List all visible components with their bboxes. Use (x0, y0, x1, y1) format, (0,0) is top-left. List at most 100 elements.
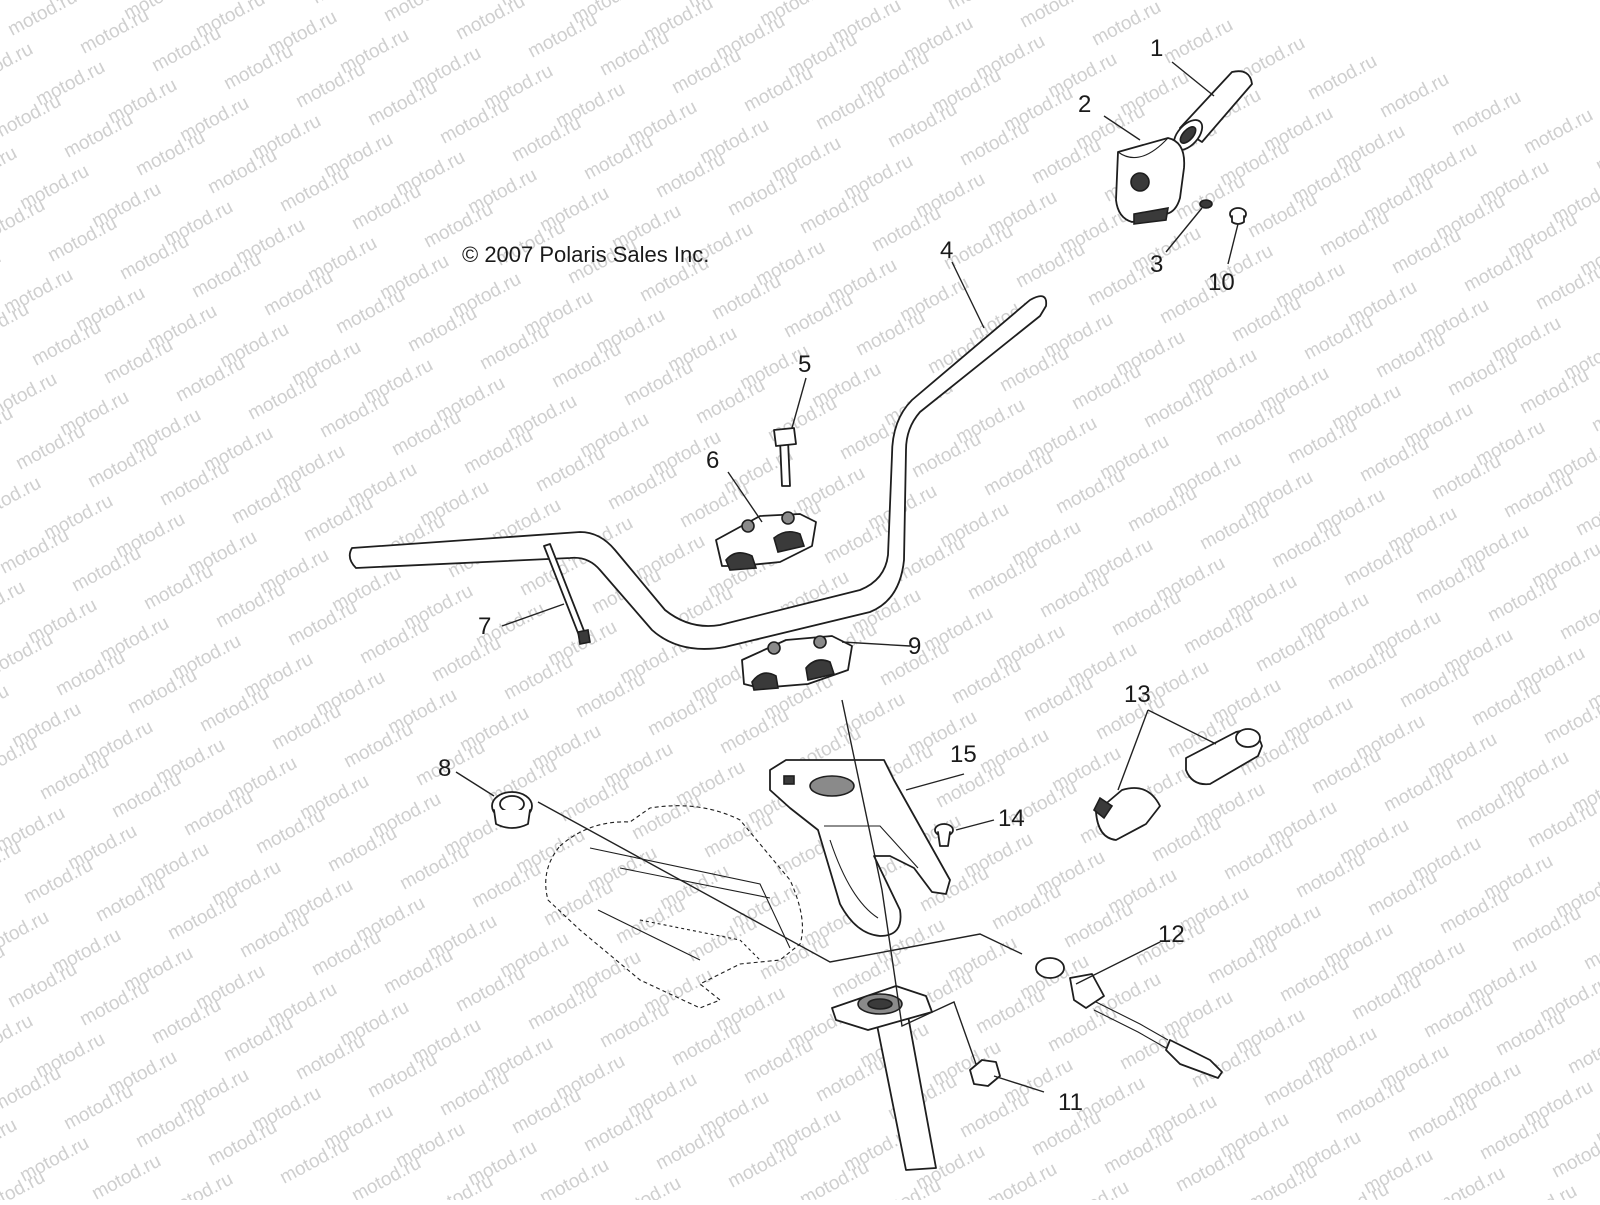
watermark-text: motod.ru (604, 461, 680, 515)
callouts: 1 2 3 4 5 6 7 8 9 10 11 12 13 14 15 (438, 35, 1235, 1116)
watermark-text: motod.ru (1372, 329, 1448, 383)
watermark-text: motod.ru (100, 335, 176, 389)
watermark-text: motod.ru (436, 95, 512, 149)
instrument-pod (545, 805, 803, 1009)
watermark-text: motod.ru (1260, 1057, 1336, 1111)
callout-3: 3 (1150, 251, 1163, 278)
watermark-text: motod.ru (1436, 885, 1512, 939)
watermark-text: motod.ru (340, 719, 416, 773)
callout-1: 1 (1150, 35, 1163, 62)
watermark-text: motod.ru (276, 1135, 352, 1189)
callout-11: 11 (1058, 1089, 1083, 1116)
watermark-text: motod.ru (1020, 673, 1096, 727)
watermark-text: motod.ru (1324, 641, 1400, 695)
watermark-text: motod.ru (36, 751, 112, 805)
watermark-text: motod.ru (1420, 989, 1496, 1043)
watermark-text: motod.ru (1244, 1161, 1320, 1200)
watermark-text: motod.ru (0, 195, 49, 249)
callout-10: 10 (1208, 269, 1235, 296)
watermark-text: motod.ru (716, 705, 792, 759)
watermark-text: motod.ru (1428, 451, 1504, 505)
watermark-text: motod.ru (204, 1117, 280, 1171)
watermark-text: motod.ru (236, 909, 312, 963)
callout-5: 5 (798, 351, 811, 378)
watermark-text: motod.ru (1304, 51, 1380, 105)
watermark-text: motod.ru (956, 1089, 1032, 1143)
watermark-text: motod.ru (0, 733, 41, 787)
watermark-text: motod.ru (1540, 695, 1600, 749)
watermark-text: motod.ru (436, 1067, 512, 1121)
watermark-text: motod.ru (0, 0, 9, 22)
watermark-text: motod.ru (1308, 745, 1384, 799)
watermark-text: motod.ru (164, 891, 240, 945)
watermark-text: motod.ru (260, 267, 336, 321)
watermark-text: motod.ru (1556, 591, 1600, 645)
watermark-text: motod.ru (316, 389, 392, 443)
watermark-text: motod.ru (524, 9, 600, 63)
watermark-text: motod.ru (796, 185, 872, 239)
watermark-text: motod.ru (148, 995, 224, 1049)
watermark-text: motod.ru (1348, 971, 1424, 1025)
watermark-text: motod.ru (1564, 1025, 1600, 1079)
watermark-text: motod.ru (244, 371, 320, 425)
watermark-text: motod.ru (868, 1175, 944, 1200)
watermark-text: motod.ru (0, 1063, 65, 1117)
watermark-text: motod.ru (536, 1155, 612, 1200)
watermark-text: motod.ru (364, 1049, 440, 1103)
watermark-text: motod.ru (0, 1115, 21, 1169)
watermark-text: motod.ru (196, 683, 272, 737)
watermark-text: motod.ru (132, 1099, 208, 1153)
watermark-text: motod.ru (220, 1013, 296, 1067)
upper-clamp (715, 511, 817, 571)
watermark-text: motod.ru (724, 1139, 800, 1193)
cable-tie (543, 543, 591, 645)
watermark-text: motod.ru (0, 91, 65, 145)
watermark-text: motod.ru (88, 1151, 164, 1200)
callout-2: 2 (1078, 91, 1091, 118)
watermark-text: motod.ru (476, 321, 552, 375)
watermark-text: motod.ru (1404, 1093, 1480, 1147)
watermark-text: motod.ru (628, 791, 704, 845)
watermark-text: motod.ru (1228, 293, 1304, 347)
watermark-text: motod.ru (984, 1159, 1060, 1200)
watermark-text: motod.ru (608, 1173, 684, 1200)
clamp-bolt (773, 427, 797, 487)
callout-8: 8 (438, 755, 451, 782)
callout-9: 9 (908, 633, 921, 660)
watermark-text: motod.ru (884, 99, 960, 153)
callout-6: 6 (706, 447, 719, 474)
watermark-text: motod.ru (172, 353, 248, 407)
watermark-text: motod.ru (1068, 361, 1144, 415)
watermark-text: motod.ru (228, 475, 304, 529)
watermark-text: motod.ru (596, 999, 672, 1053)
watermark-text: motod.ru (1452, 781, 1528, 835)
watermark-text: motod.ru (548, 339, 624, 393)
watermark-text: motod.ru (148, 23, 224, 77)
watermark-text: motod.ru (1548, 1129, 1600, 1183)
watermark-text: motod.ru (652, 149, 728, 203)
watermark-text: motod.ru (1596, 817, 1600, 871)
watermark-text: motod.ru (396, 841, 472, 895)
watermark-text: motod.ru (160, 1169, 236, 1200)
copyright-text: © 2007 Polaris Sales Inc. (462, 242, 709, 267)
watermark-text: motod.ru (1508, 903, 1584, 957)
watermark-text: motod.ru (944, 0, 1020, 14)
watermark-text: motod.ru (1532, 261, 1600, 315)
watermark-text: motod.ru (1276, 953, 1352, 1007)
watermark-text: motod.ru (0, 247, 5, 301)
watermark-text: motod.ru (948, 655, 1024, 709)
mount-bracket (769, 759, 951, 937)
watermark-text: motod.ru (1060, 899, 1136, 953)
grip (1172, 70, 1253, 151)
watermark-text: motod.ru (812, 81, 888, 135)
watermark-text: motod.ru (0, 473, 45, 527)
watermark-text: motod.ru (1580, 921, 1600, 975)
watermark-text: motod.ru (508, 113, 584, 167)
watermark-text: motod.ru (612, 895, 688, 949)
watermark-text: motod.ru (1316, 207, 1392, 261)
watermark-text: motod.ru (44, 213, 120, 267)
watermark-text: motod.ru (668, 1017, 744, 1071)
watermark-text: motod.ru (1444, 347, 1520, 401)
watermark-text: motod.ru (300, 493, 376, 547)
watermark-text: motod.ru (180, 787, 256, 841)
